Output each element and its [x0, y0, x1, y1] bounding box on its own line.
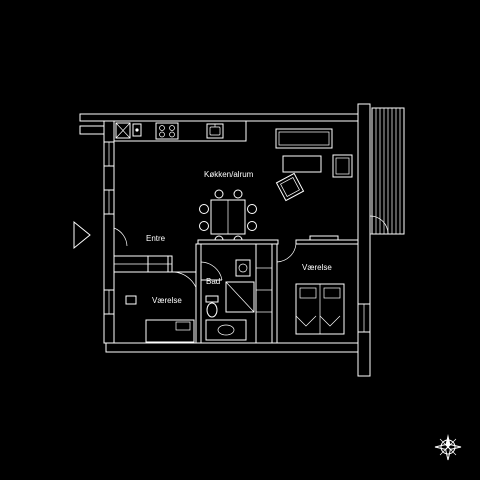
chair: [247, 221, 257, 231]
stove: [155, 122, 179, 140]
balcony-door-swing: [369, 215, 389, 235]
shower: [225, 281, 255, 313]
shelf: [309, 235, 339, 241]
right-windows: [357, 303, 371, 333]
interior-walls: [113, 239, 359, 344]
counter: [113, 120, 247, 142]
wall: [197, 239, 279, 245]
nightstand: [125, 295, 137, 305]
bathroom-vanity: [205, 319, 247, 341]
toilet: [206, 302, 218, 318]
toilet-tank: [205, 295, 219, 303]
right-bedroom-door-swing: [276, 243, 297, 263]
right-bedroom-furniture: [295, 235, 345, 335]
top-left-stub: [79, 125, 105, 135]
wall: [295, 239, 359, 245]
compass-rose-icon: [434, 434, 462, 461]
wall: [195, 243, 202, 344]
armchair: [275, 172, 305, 202]
chair: [199, 204, 209, 214]
bedroom-door-swing: [171, 271, 199, 297]
top-wall: [79, 113, 361, 122]
living-furniture: [275, 128, 353, 202]
chair: [214, 189, 224, 199]
balcony: [369, 107, 405, 235]
right-wall: [357, 103, 371, 377]
chair: [233, 189, 243, 199]
armchair: [332, 154, 353, 178]
room-labels: Køkken/alrum Entre Værelse Bad Værelse: [146, 170, 332, 305]
fridge: [115, 122, 131, 139]
washing-machine: [235, 259, 251, 277]
chair: [199, 221, 209, 231]
wall: [271, 243, 278, 344]
left-bedroom-furniture: [125, 295, 195, 343]
room-label-bedroom-left: Værelse: [152, 296, 182, 305]
bottom-wall: [105, 342, 369, 353]
dining-table: [199, 189, 257, 245]
room-label-kitchen: Køkken/alrum: [204, 170, 254, 179]
left-windows: [103, 141, 115, 315]
bathroom-door-swing: [200, 261, 223, 281]
room-label-bedroom-right: Værelse: [302, 263, 332, 272]
sofa: [275, 128, 333, 149]
chair: [247, 204, 257, 214]
entrance: [73, 220, 128, 250]
balcony-slats: [375, 108, 401, 234]
dishwasher: [132, 123, 142, 137]
cabinets: [255, 243, 273, 344]
coffee-table: [282, 155, 322, 173]
front-door-swing: [113, 227, 128, 247]
entrance-arrow-icon: [73, 220, 91, 250]
kitchen-counter: [113, 120, 247, 142]
desk: [145, 319, 195, 343]
room-label-bathroom: Bad: [206, 277, 220, 286]
bathroom-fixtures: [205, 243, 273, 344]
outer-walls: [79, 103, 371, 377]
room-label-entry: Entre: [146, 234, 166, 243]
